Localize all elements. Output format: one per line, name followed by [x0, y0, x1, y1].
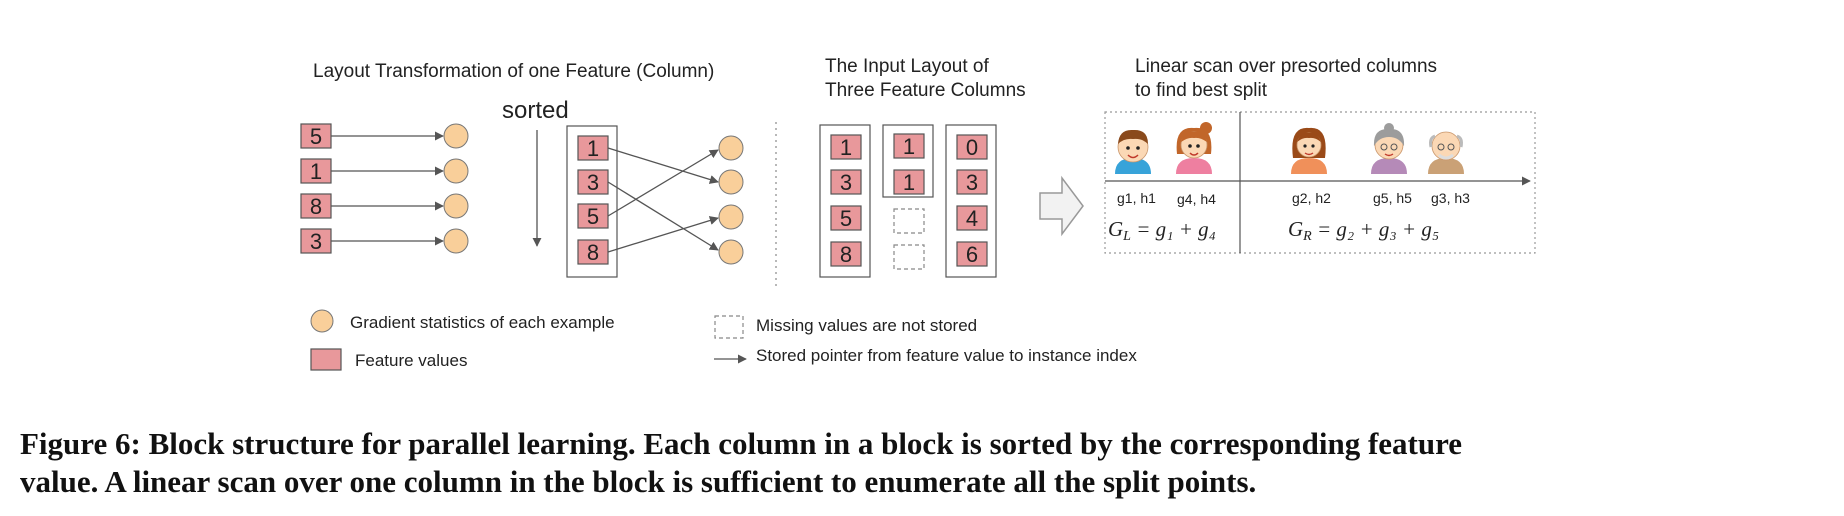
caption-line-1: Figure 6: Block structure for parallel l…: [20, 426, 1463, 461]
feature-value: 3: [840, 170, 852, 195]
feature-value: 1: [587, 136, 599, 161]
feature-value-box: [300, 158, 332, 184]
feature-value-box: [830, 169, 862, 195]
gradient-circle: [443, 193, 469, 219]
gradient-circle: [718, 204, 744, 230]
missing-value-box: [893, 244, 925, 270]
feature-value: 3: [966, 170, 978, 195]
feature-value-box: [300, 123, 332, 149]
feature-value: 1: [310, 159, 322, 184]
legend-feature-label: Feature values: [355, 351, 467, 370]
caption-line-2: value. A linear scan over one column in …: [20, 464, 1257, 499]
legend-gradient-swatch: [310, 309, 334, 333]
feature-value: 5: [310, 124, 322, 149]
pointer-arrow: [607, 149, 719, 217]
girl-icon: [1176, 122, 1212, 174]
gradient-label: g3, h3: [1431, 190, 1470, 206]
feature-value: 8: [587, 240, 599, 265]
block-arrow-icon: [1039, 175, 1084, 237]
feature-value: 6: [966, 242, 978, 267]
feature-value: 8: [310, 194, 322, 219]
feature-value-box: [830, 134, 862, 160]
feature-value-box: [893, 169, 925, 195]
feature-value: 1: [903, 170, 915, 195]
feature-value-box: [956, 134, 988, 160]
feature-value: 5: [587, 204, 599, 229]
feature-value-box: [956, 205, 988, 231]
feature-value-box: [577, 203, 609, 229]
grandfather-icon: [1428, 131, 1464, 174]
block-structure-diagram: Layout Transformation of one Feature (Co…: [300, 56, 1536, 371]
input-layout-title-line1: The Input Layout of: [825, 56, 989, 77]
input-layout-title-line2: Three Feature Columns: [825, 80, 1026, 101]
gradient-label: g5, h5: [1373, 190, 1412, 206]
legend-gradient-label: Gradient statistics of each example: [350, 313, 615, 332]
left-gradient-sum: GL = g₁ + g₄: [1108, 217, 1216, 244]
sorted-block-frame: [566, 125, 618, 278]
feature-value-box: [956, 241, 988, 267]
feature-value: 3: [310, 229, 322, 254]
pointer-arrow: [607, 147, 719, 184]
layout-transformation-title: Layout Transformation of one Feature (Co…: [313, 61, 714, 82]
pointer-arrow: [607, 216, 719, 253]
sorted-label: sorted: [502, 97, 569, 124]
feature-value-box: [830, 205, 862, 231]
figure-caption: Figure 6: Block structure for parallel l…: [20, 425, 1830, 501]
feature-value-box: [300, 228, 332, 254]
feature-value-box: [893, 133, 925, 159]
gradient-circle: [443, 228, 469, 254]
linear-scan-title-line2: to find best split: [1135, 80, 1268, 101]
feature-value-box: [577, 239, 609, 265]
gradient-label: g1, h1: [1117, 190, 1156, 206]
feature-value: 4: [966, 206, 978, 231]
gradient-circle: [443, 158, 469, 184]
feature-value-box: [830, 241, 862, 267]
pointer-arrow: [607, 181, 719, 251]
legend-missing-label: Missing values are not stored: [756, 316, 977, 335]
gradient-circle: [718, 135, 744, 161]
feature-value-box: [577, 135, 609, 161]
feature-value: 3: [587, 170, 599, 195]
legend-missing-swatch: [714, 315, 744, 339]
column-frame: [819, 124, 871, 278]
feature-value-box: [577, 169, 609, 195]
column-frame: [882, 124, 934, 198]
column-frame: [945, 124, 997, 278]
gradient-circle: [718, 169, 744, 195]
feature-value: 5: [840, 206, 852, 231]
feature-value-box: [956, 169, 988, 195]
gradient-label: g4, h4: [1177, 191, 1216, 207]
scan-frame: [1104, 111, 1536, 254]
unsorted-feature-group: 5 1 8 3: [300, 123, 469, 254]
boy-icon: [1115, 129, 1151, 174]
legend-pointer-label: Stored pointer from feature value to ins…: [756, 346, 1137, 365]
woman-icon: [1291, 127, 1327, 174]
gradient-circle: [718, 239, 744, 265]
feature-value: 8: [840, 242, 852, 267]
gradient-label: g2, h2: [1292, 190, 1331, 206]
missing-value-box: [893, 208, 925, 234]
legend: Gradient statistics of each example Feat…: [310, 309, 1137, 371]
feature-value-box: [300, 193, 332, 219]
sorted-column-group: 1 3 5 8: [566, 125, 744, 278]
linear-scan-title-line1: Linear scan over presorted columns: [1135, 56, 1437, 77]
feature-value: 1: [903, 134, 915, 159]
legend-feature-swatch: [310, 348, 342, 371]
gradient-circle: [443, 123, 469, 149]
linear-scan-group: g1, h1 g4, h4 g2, h2 g5, h5 g3, h3 GL = …: [1104, 111, 1536, 254]
right-gradient-sum: GR = g₂ + g₃ + g₅: [1288, 217, 1439, 244]
grandmother-icon: [1371, 123, 1407, 174]
feature-value: 1: [840, 135, 852, 160]
feature-value: 0: [966, 135, 978, 160]
input-columns-group: 1 3 5 8 1 1 0 3 4 6: [819, 124, 997, 278]
